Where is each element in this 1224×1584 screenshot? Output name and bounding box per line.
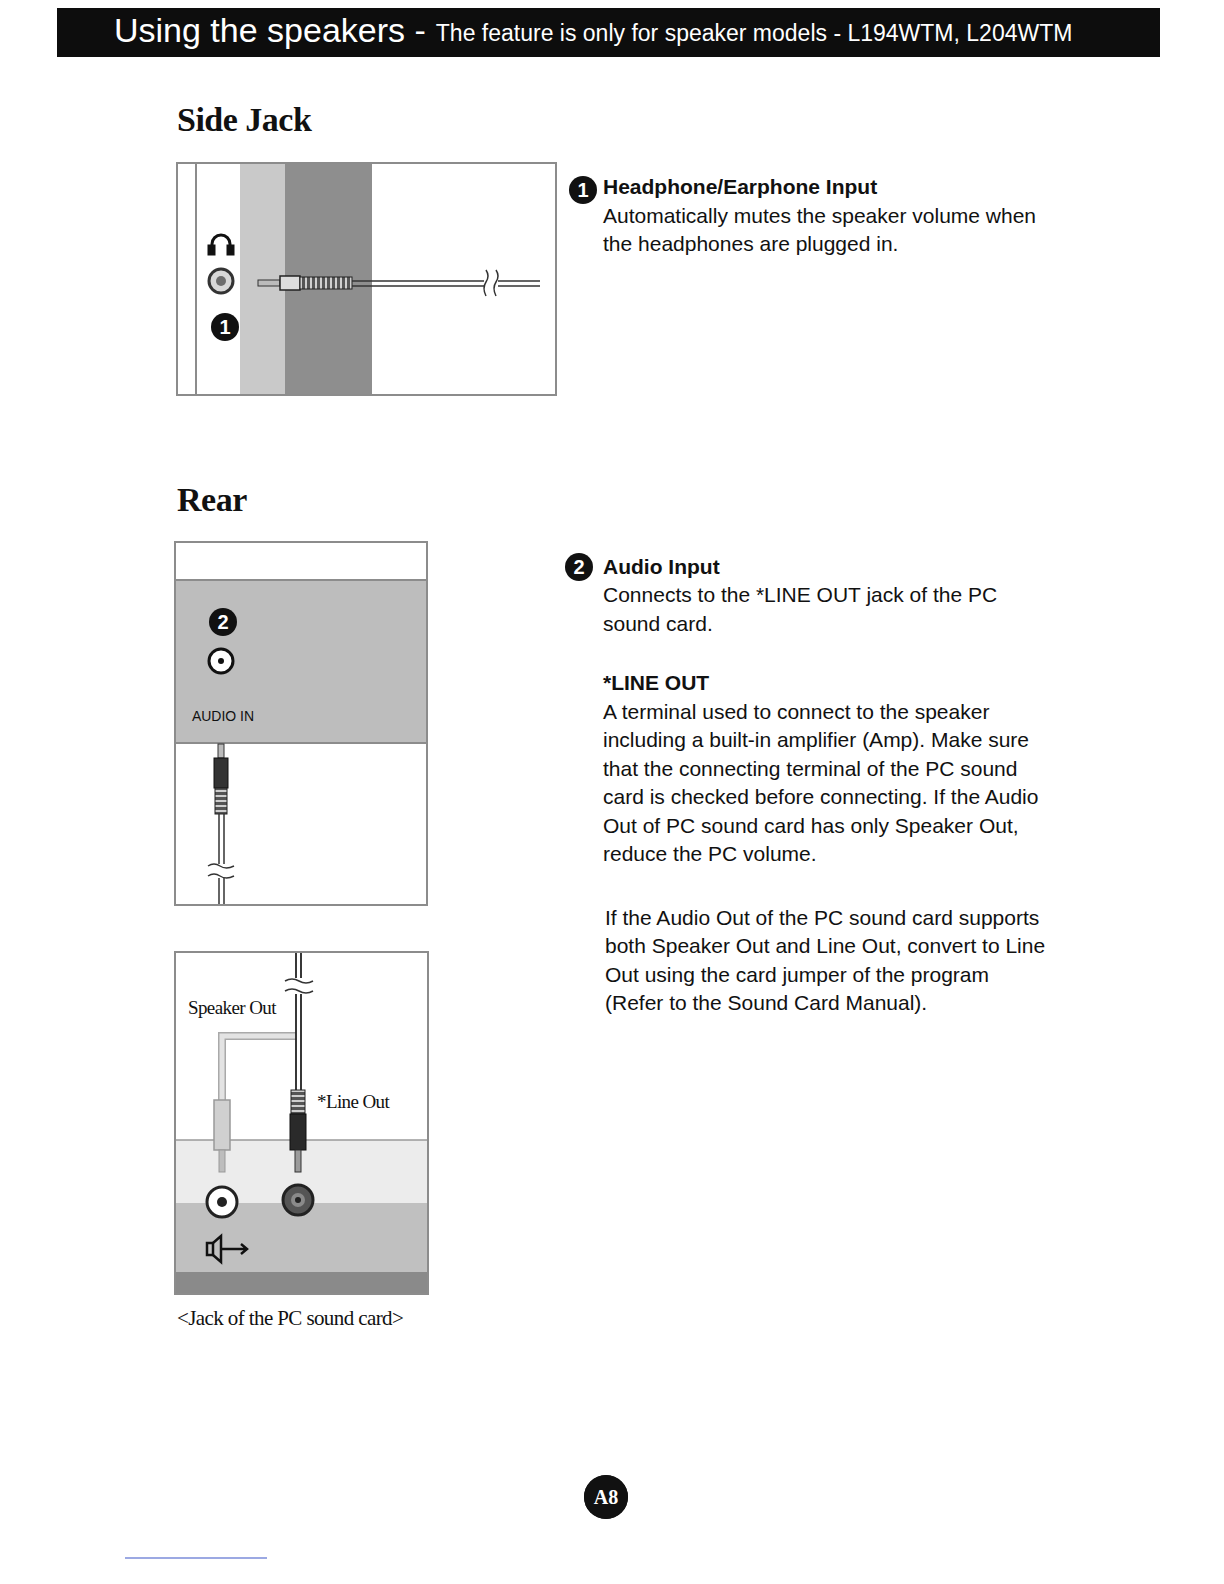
callout-number: 1 xyxy=(569,176,597,204)
body-text: A terminal used to connect to the speake… xyxy=(603,698,1051,868)
rear-panel-art xyxy=(176,742,426,744)
headphone-symbol xyxy=(228,246,233,254)
headphone-symbol xyxy=(209,246,214,254)
audio-plug xyxy=(208,744,234,905)
headphone-plug xyxy=(280,276,300,290)
headphone-plug xyxy=(258,280,280,286)
port-label: AUDIO IN xyxy=(191,707,255,725)
speaker-out-cable xyxy=(222,1036,296,1100)
headphone-jack xyxy=(216,276,226,286)
audio-in-jack xyxy=(209,649,233,673)
audio-plug xyxy=(218,744,224,758)
header-bar xyxy=(57,8,1160,57)
page-number: A8 xyxy=(584,1475,628,1519)
header-bar xyxy=(57,8,1160,57)
sound-card-art xyxy=(176,1140,427,1293)
sound-card-panel: Speaker Out *Line Out xyxy=(174,951,429,1295)
line-out-cable xyxy=(285,953,313,1172)
side-panel-art xyxy=(195,164,197,394)
speaker-out-jack xyxy=(207,1187,237,1217)
line-out-jack xyxy=(291,1193,305,1207)
section-heading: Side Jack xyxy=(177,100,311,140)
note-heading: *LINE OUT xyxy=(603,669,709,697)
headphone-plug xyxy=(300,277,352,289)
port-label: Speaker Out xyxy=(188,997,276,1019)
speaker-out-cable xyxy=(214,1100,230,1150)
body-text: If the Audio Out of the PC sound card su… xyxy=(605,904,1053,1018)
headphone-plug xyxy=(484,270,498,296)
port-label: *Line Out xyxy=(317,1091,389,1113)
item-heading: Audio Input xyxy=(603,553,720,581)
page-title: Using the speakers - xyxy=(114,12,426,49)
side-jack-panel: 1 xyxy=(176,162,557,396)
line-out-cable xyxy=(290,1114,306,1150)
line-out-jack xyxy=(283,1185,313,1215)
side-panel-art xyxy=(240,164,285,394)
speaker-symbol xyxy=(207,1243,213,1255)
page-number-badge xyxy=(584,1475,628,1519)
headphone-plug xyxy=(352,285,540,287)
audio-plug xyxy=(223,814,225,905)
side-panel-art xyxy=(196,164,240,394)
audio-plug xyxy=(208,864,234,878)
callout-number: 2 xyxy=(565,553,593,581)
audio-in-jack xyxy=(209,649,233,673)
figure-caption: <Jack of the PC sound card> xyxy=(177,1305,403,1331)
audio-plug xyxy=(208,864,234,878)
line-out-jack xyxy=(295,1197,301,1203)
speaker-symbol xyxy=(207,1236,247,1262)
line-out-cable xyxy=(291,1090,305,1114)
speaker-symbol xyxy=(221,1244,247,1254)
headphone-jack xyxy=(209,269,233,293)
rear-panel: 2AUDIO IN xyxy=(174,541,428,906)
footer-rule xyxy=(125,1557,267,1558)
line-out-cable xyxy=(295,953,297,1090)
side-panel-art xyxy=(196,164,372,394)
rear-panel-art xyxy=(176,580,426,743)
audio-plug xyxy=(214,758,228,788)
speaker-out-jack xyxy=(217,1197,227,1207)
headphone-plug xyxy=(484,270,498,296)
rear-panel-art xyxy=(176,579,426,581)
speaker-symbol xyxy=(213,1236,221,1262)
callout-number: 1 xyxy=(211,313,239,341)
speaker-out-cable xyxy=(219,1150,225,1172)
audio-plug xyxy=(218,814,220,905)
rear-panel-art xyxy=(176,580,426,743)
body-text: Connects to the *LINE OUT jack of the PC… xyxy=(603,581,1033,638)
speaker-out-cable xyxy=(222,1036,296,1100)
line-out-jack xyxy=(283,1185,313,1215)
headphone-plug xyxy=(258,270,540,296)
header-subtitle: The feature is only for speaker models -… xyxy=(436,19,1073,47)
headphone-symbol xyxy=(209,235,233,254)
line-out-cable xyxy=(295,1150,301,1172)
footer-rule xyxy=(125,1558,267,1559)
page-number-badge xyxy=(584,1475,628,1519)
sound-card-art xyxy=(176,1272,427,1293)
headphone-plug xyxy=(352,280,540,282)
audio-plug xyxy=(215,788,227,814)
item-heading: Headphone/Earphone Input xyxy=(603,173,877,201)
section-heading: Rear xyxy=(177,480,247,520)
line-out-cable xyxy=(300,953,302,1090)
line-out-cable xyxy=(285,978,313,994)
headphone-jack xyxy=(209,269,233,293)
line-out-cable xyxy=(285,979,313,993)
speaker-out-cable xyxy=(214,1036,296,1172)
callout-number: 2 xyxy=(209,608,237,636)
audio-in-jack xyxy=(218,658,224,664)
body-text: Automatically mutes the speaker volume w… xyxy=(603,202,1053,258)
speaker-out-jack xyxy=(207,1187,237,1217)
